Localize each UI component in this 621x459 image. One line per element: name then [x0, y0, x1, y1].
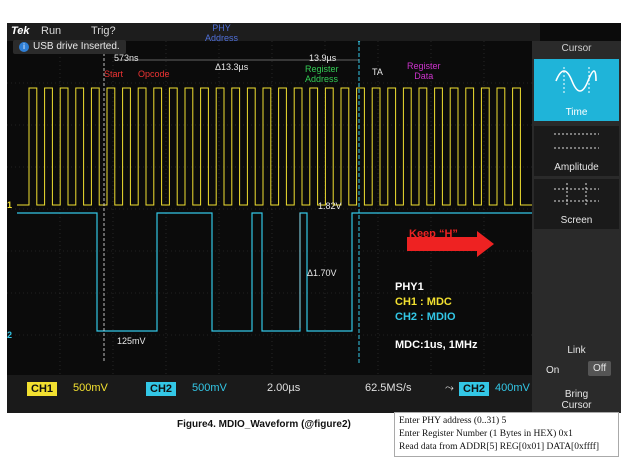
time-cursor-button[interactable]: Time [534, 59, 619, 121]
ann-13-9us: 13.9µs [309, 53, 337, 63]
figure-caption: Figure4. MDIO_Waveform (@figure2) [177, 419, 351, 430]
console-line: Enter PHY address (0..31) 5 [399, 416, 507, 426]
ch1-scale[interactable]: 500mV [73, 382, 108, 394]
ch1-marker[interactable]: 1 [7, 200, 13, 210]
ann-125mv: 125mV [117, 336, 146, 346]
ann-ch2-mdio: CH2 : MDIO [395, 311, 456, 323]
graticule [7, 41, 540, 375]
bring-cursor-button[interactable]: Bring Cursor [534, 389, 619, 413]
console-line: Enter Register Number (1 Bytes in HEX) 0… [399, 429, 573, 439]
ann-phy1: PHY1 [395, 281, 424, 293]
ann-start: Start [104, 69, 124, 79]
run-state[interactable]: Run [41, 25, 62, 37]
ann-mdc-freq: MDC:1us, 1MHz [395, 339, 478, 351]
ch2-trace [17, 212, 532, 332]
cursor-side-menu: Cursor Time Amplitude Screen Link On Off… [532, 41, 621, 413]
amplitude-cursor-icon [554, 133, 599, 149]
ch2-marker[interactable]: 2 [7, 330, 13, 340]
ch1-trace [17, 87, 532, 206]
screen-cursor-button[interactable]: Screen [534, 179, 619, 229]
sample-rate: 62.5MS/s [365, 382, 412, 394]
ann-keep-h: Keep “H” [409, 228, 458, 240]
ch2-waveform [17, 212, 532, 332]
ann-delta-1-70v: Δ1.70V [307, 268, 337, 278]
serial-console-output: Enter PHY address (0..31) 5 Enter Regist… [394, 412, 619, 457]
ch1-waveform [17, 87, 532, 206]
keep-h-arrow [407, 231, 494, 257]
ann-delta-13-3us: Δ13.3µs [215, 62, 249, 72]
ann-ch1-mdc: CH1 : MDC [395, 296, 452, 308]
trigger-slope-icon: ⤳ [445, 382, 454, 394]
amplitude-cursor-button[interactable]: Amplitude [534, 126, 619, 176]
ann-ta: TA [372, 67, 383, 77]
link-on[interactable]: On [546, 365, 560, 376]
trigger-status: Trig? [91, 25, 116, 37]
link-off[interactable]: Off [588, 361, 612, 376]
console-line: Read data from ADDR[5] REG[0x01] DATA[0x… [399, 442, 600, 452]
ch1-badge[interactable]: CH1 [27, 382, 58, 396]
top-status-bar: Tek Run Trig? [7, 23, 540, 41]
time-cursor-icon [555, 67, 597, 93]
screen-cursor-icon [554, 183, 599, 207]
ch2-scale[interactable]: 500mV [192, 382, 227, 394]
trigger-level[interactable]: 400mV [495, 382, 530, 394]
info-icon: i [19, 42, 29, 52]
trigger-channel[interactable]: CH2 [459, 382, 490, 396]
ann-573ns: 573ns [114, 53, 139, 63]
link-toggle[interactable]: Link On Off [534, 341, 619, 386]
ann-1-82v: 1.82V [318, 201, 342, 211]
side-header: Cursor [561, 43, 592, 54]
timebase[interactable]: 2.00µs [267, 382, 301, 394]
ann-opcode: Opcode [138, 69, 170, 79]
waveform-plot [7, 35, 540, 375]
ch2-badge[interactable]: CH2 [146, 382, 177, 396]
tek-logo: Tek [11, 25, 30, 37]
bottom-channel-bar: CH1 500mV CH2 500mV 2.00µs 62.5MS/s ⤳ CH… [7, 375, 532, 413]
